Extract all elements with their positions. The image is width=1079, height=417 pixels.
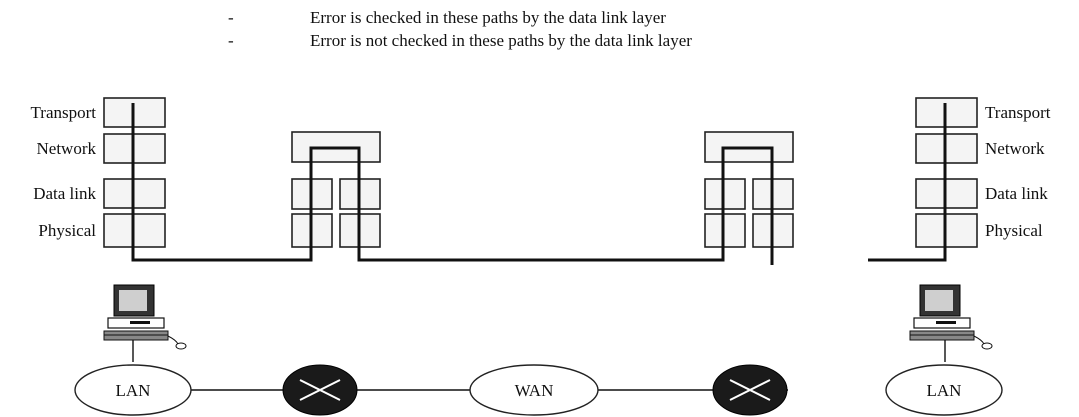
left-network-label: Network [37, 139, 97, 158]
left-physical-label: Physical [38, 221, 96, 240]
legend-checked: - Error is checked in these paths by the … [228, 6, 692, 29]
right-lan-oval [885, 364, 1003, 416]
right-datalink-label: Data link [985, 184, 1048, 203]
legend: - Error is checked in these paths by the … [228, 6, 692, 52]
left-computer-icon [103, 284, 187, 350]
wan-label: WAN [515, 381, 554, 400]
legend-unchecked: - Error is not checked in these paths by … [228, 29, 692, 52]
left-transport-label: Transport [31, 103, 97, 122]
wan-oval [469, 364, 599, 416]
right-physical-label: Physical [985, 221, 1043, 240]
left-lan-oval [74, 364, 192, 416]
left-datalink-label: Data link [33, 184, 96, 203]
legend-unchecked-text: Error is not checked in these paths by t… [310, 31, 692, 50]
right-network-label: Network [985, 139, 1045, 158]
left-lan-label: LAN [116, 381, 151, 400]
router-2-physical-left-box [704, 213, 746, 248]
right-transport-label: Transport [985, 103, 1051, 122]
data-path-line-right [868, 103, 947, 262]
legend-unchecked-marker: - [228, 31, 234, 50]
data-path-line [131, 103, 774, 265]
router-2-datalink-left-box [704, 178, 746, 210]
switch-1-icon [282, 364, 358, 416]
right-lan-label: LAN [927, 381, 962, 400]
switch-2-icon [712, 364, 788, 416]
legend-checked-marker: - [228, 8, 234, 27]
right-computer-icon [909, 284, 993, 350]
legend-checked-text: Error is checked in these paths by the d… [310, 8, 666, 27]
